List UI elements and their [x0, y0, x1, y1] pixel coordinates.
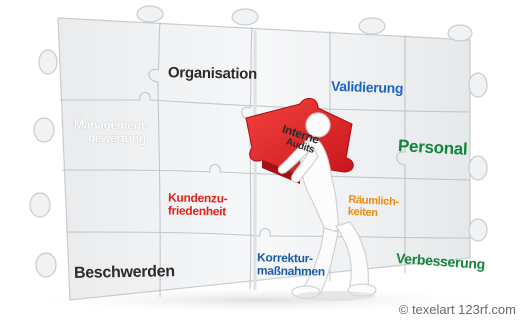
- label-validierung: Validierung: [330, 77, 404, 97]
- figure-shadow: [295, 291, 375, 301]
- label-management-line2: bewertung: [87, 130, 147, 146]
- image-credit: © texelart 123rf.com: [398, 302, 516, 317]
- white-figure: [277, 112, 377, 299]
- label-organisation: Organisation: [167, 64, 258, 83]
- label-kundenzufriedenheit: Kundenzu- friedenheit: [167, 190, 228, 219]
- wall-edge-tabs: [29, 5, 488, 278]
- label-raeumlichkeiten: Räumlich- keiten: [347, 194, 399, 221]
- label-korrektur-line2: maßnahmen: [256, 263, 325, 279]
- label-beschwerden: Beschwerden: [73, 263, 175, 282]
- label-personal: Personal: [397, 136, 468, 159]
- label-korrekturmassnahmen: Korrektur- maßnahmen: [256, 250, 325, 279]
- puzzle-seams: [60, 21, 471, 298]
- label-management: Management- bewertung: [74, 117, 148, 146]
- label-kundenzu-line2: friedenheit: [167, 203, 227, 219]
